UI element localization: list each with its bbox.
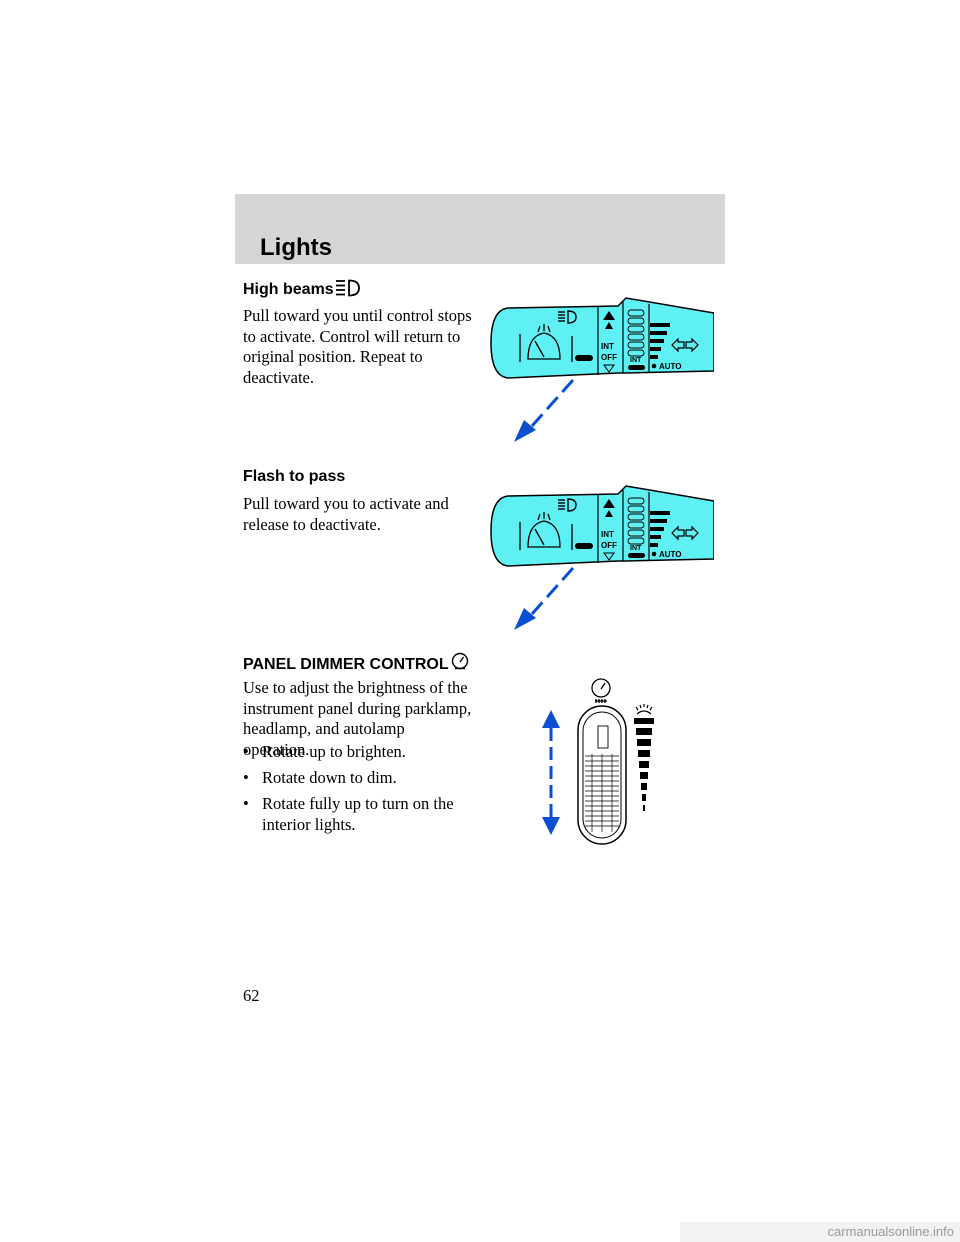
wiper-speed-ribs bbox=[627, 309, 645, 357]
high-beams-heading-text: High beams bbox=[243, 281, 334, 298]
panel-dimmer-thumbwheel-figure bbox=[542, 678, 654, 845]
mist-icon bbox=[603, 364, 615, 373]
bullet-text: Rotate up to brighten. bbox=[262, 742, 406, 761]
instrument-panel-icon bbox=[591, 678, 611, 703]
panel-dimmer-heading: PANEL DIMMER CONTROL bbox=[243, 652, 470, 675]
panel-dimmer-description: Use to adjust the brightness of the inst… bbox=[243, 678, 472, 759]
bullet-text: Rotate down to dim. bbox=[262, 768, 397, 787]
wash-arrow-icon bbox=[603, 311, 615, 329]
high-beam-icon bbox=[335, 279, 360, 297]
flash-to-pass-heading: Flash to pass bbox=[243, 468, 346, 485]
wiper-off-label: OFF bbox=[601, 541, 617, 550]
interior-light-icon bbox=[635, 704, 653, 715]
bullet-marker: • bbox=[243, 794, 249, 813]
section-title: Lights bbox=[260, 234, 332, 261]
bullet-marker: • bbox=[243, 768, 249, 787]
high-beam-icon bbox=[558, 310, 577, 324]
page-number: 62 bbox=[243, 986, 260, 1005]
wiper-int-label: INT bbox=[601, 530, 614, 539]
high-beam-icon bbox=[558, 498, 577, 512]
wiper-int-label-secondary: INT bbox=[630, 357, 642, 364]
wiper-off-label: OFF bbox=[601, 353, 617, 362]
panel-dimmer-icon bbox=[451, 652, 468, 670]
bullet-text: Rotate fully up to turn on the interior … bbox=[262, 794, 454, 834]
brightness-level-bars bbox=[634, 718, 654, 811]
bullet-marker: • bbox=[243, 742, 249, 761]
wash-arrow-icon bbox=[603, 499, 615, 517]
pull-toward-arrow bbox=[514, 379, 575, 442]
brighten-dim-arrow bbox=[542, 710, 560, 835]
bullet-item: • Rotate up to brighten. bbox=[243, 742, 483, 763]
panel-dimmer-heading-text: PANEL DIMMER CONTROL bbox=[243, 656, 449, 673]
bullet-item: • Rotate down to dim. bbox=[243, 768, 483, 789]
wiper-int-label-secondary: INT bbox=[630, 545, 642, 552]
headlamp-level-bars bbox=[650, 511, 670, 547]
section-header-band: Lights bbox=[235, 194, 725, 264]
autolamp-label: AUTO bbox=[659, 550, 682, 559]
wiper-speed-ribs bbox=[627, 497, 645, 545]
flash-to-pass-description: Pull toward you to activate and release … bbox=[243, 494, 449, 534]
multifunction-stalk-figure-flash-to-pass: INT OFF INT AUTO bbox=[490, 485, 714, 630]
watermark: carmanualsonline.info bbox=[680, 1222, 960, 1242]
multifunction-stalk-figure-high-beams: INT OFF INT AUTO bbox=[490, 297, 714, 442]
thumbwheel-housing bbox=[577, 705, 627, 845]
mist-icon bbox=[603, 552, 615, 561]
bullet-item: • Rotate fully up to turn on the interior… bbox=[243, 794, 483, 835]
pull-toward-arrow bbox=[514, 567, 575, 630]
turn-signal-arrows-icon bbox=[671, 337, 699, 353]
windshield-wiper-icon bbox=[519, 512, 573, 550]
turn-signal-arrows-icon bbox=[671, 525, 699, 541]
windshield-wiper-icon bbox=[519, 324, 573, 362]
high-beams-heading: High beams bbox=[243, 279, 361, 300]
wiper-int-label: INT bbox=[601, 342, 614, 351]
high-beams-description: Pull toward you until control stops to a… bbox=[243, 306, 472, 387]
autolamp-label: AUTO bbox=[659, 362, 682, 371]
headlamp-level-bars bbox=[650, 323, 670, 359]
